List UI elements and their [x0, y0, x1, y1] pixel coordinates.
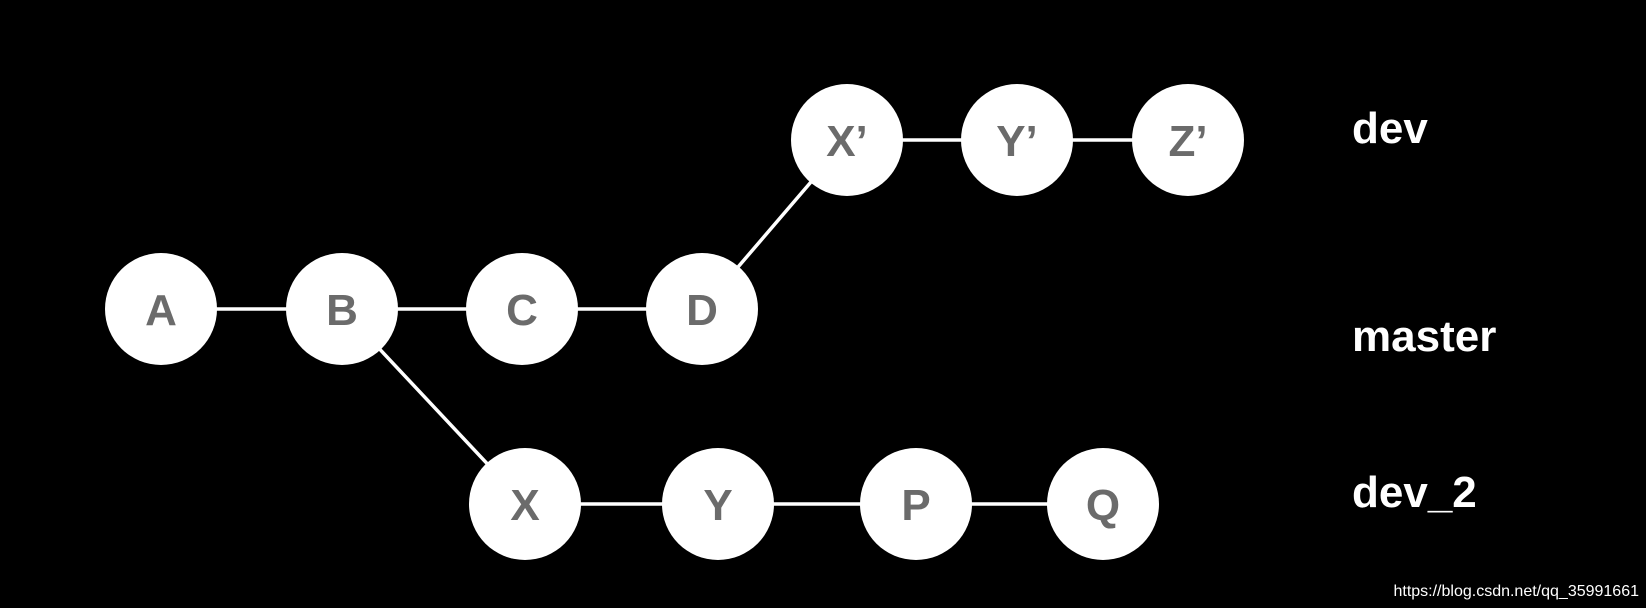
commit-circle [791, 84, 903, 196]
commit-label: Z’ [1168, 117, 1207, 166]
nodes-layer: A B C D X’ Y’ Z’ X Y P Q [105, 84, 1244, 560]
commit-node-x: X [469, 448, 581, 560]
commit-circle [646, 253, 758, 365]
commit-node-d: D [646, 253, 758, 365]
commit-label: X [510, 481, 539, 530]
commit-circle [961, 84, 1073, 196]
commit-label: Q [1086, 481, 1120, 530]
commit-circle [105, 253, 217, 365]
branch-label-dev-2: dev_2 [1352, 468, 1477, 517]
commit-circle [469, 448, 581, 560]
commit-node-b: B [286, 253, 398, 365]
commit-node-q: Q [1047, 448, 1159, 560]
commit-node-y-prime: Y’ [961, 84, 1073, 196]
commit-circle [860, 448, 972, 560]
commit-node-p: P [860, 448, 972, 560]
commit-label: B [326, 286, 358, 335]
commit-circle [662, 448, 774, 560]
commit-node-x-prime: X’ [791, 84, 903, 196]
commit-node-a: A [105, 253, 217, 365]
commit-circle [466, 253, 578, 365]
commit-node-y: Y [662, 448, 774, 560]
commit-label: Y’ [996, 117, 1038, 166]
commit-label: P [901, 481, 930, 530]
commit-label: D [686, 286, 718, 335]
commit-node-c: C [466, 253, 578, 365]
commit-node-z-prime: Z’ [1132, 84, 1244, 196]
watermark: https://blog.csdn.net/qq_35991661 [1393, 583, 1639, 600]
commit-label: C [506, 286, 538, 335]
commit-label: A [145, 286, 177, 335]
commit-label: Y [703, 481, 732, 530]
commit-circle [1047, 448, 1159, 560]
branch-label-master: master [1352, 312, 1496, 361]
commit-label: X’ [826, 117, 868, 166]
commit-circle [1132, 84, 1244, 196]
branch-label-dev: dev [1352, 104, 1428, 153]
commit-circle [286, 253, 398, 365]
